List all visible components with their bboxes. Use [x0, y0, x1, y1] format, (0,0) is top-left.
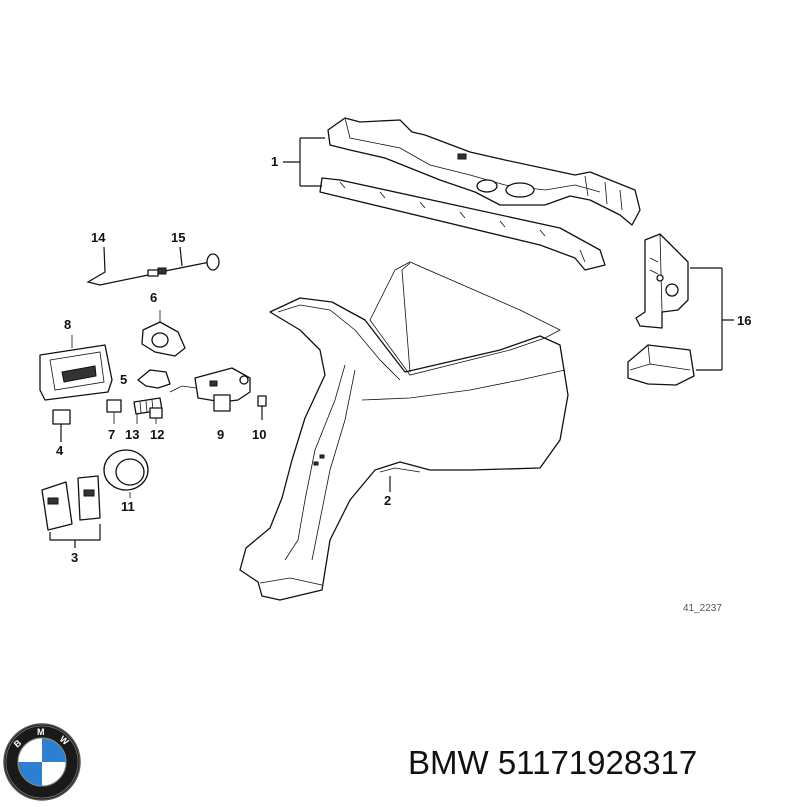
brand-name: BMW — [408, 744, 489, 781]
part-14-cable — [86, 246, 159, 286]
callout-8: 8 — [64, 317, 71, 332]
part-6-housing — [141, 310, 186, 357]
part-1-lower-rail — [319, 177, 606, 271]
drawing-id: 41_2237 — [683, 603, 722, 614]
part-10-screw — [257, 395, 267, 420]
part-16-support — [627, 344, 695, 386]
callout-16-bracket — [690, 267, 734, 371]
part-2-quarter-panel — [239, 261, 569, 601]
part-11-grommet — [103, 449, 149, 498]
bmw-logo: B M W — [2, 722, 82, 802]
part-9-actuator — [169, 367, 251, 412]
part-16-bracket — [635, 233, 689, 329]
callout-5: 5 — [120, 372, 127, 387]
part-5-clip — [137, 369, 171, 389]
callout-3: 3 — [71, 550, 78, 565]
callout-4: 4 — [56, 443, 64, 458]
svg-text:B: B — [12, 737, 24, 749]
callout-9: 9 — [217, 427, 224, 442]
bmw-roundel-icon: B M W — [3, 723, 81, 801]
callout-1-bracket — [283, 137, 325, 187]
callout-11: 11 — [121, 499, 135, 514]
part-4-clip — [52, 409, 71, 442]
callout-2: 2 — [384, 493, 391, 508]
part-12-cap — [149, 407, 163, 424]
part-8-fuel-door — [39, 335, 113, 401]
part-15-cable — [157, 246, 220, 275]
callout-1: 1 — [271, 154, 278, 169]
callout-13: 13 — [125, 427, 139, 442]
callout-6: 6 — [150, 290, 157, 305]
callout-16: 16 — [737, 313, 751, 328]
callout-10: 10 — [252, 427, 266, 442]
part-number: 51171928317 — [497, 744, 698, 781]
callout-7: 7 — [108, 427, 115, 442]
svg-text:M: M — [37, 727, 45, 737]
part-7-bushing — [106, 399, 122, 424]
part-3-mount — [41, 475, 101, 548]
callout-15: 15 — [171, 230, 185, 245]
callout-12: 12 — [150, 427, 164, 442]
callout-14: 14 — [91, 230, 106, 245]
part-caption: BMW 51171928317 — [408, 738, 788, 788]
part-1-crossmember — [327, 117, 641, 226]
